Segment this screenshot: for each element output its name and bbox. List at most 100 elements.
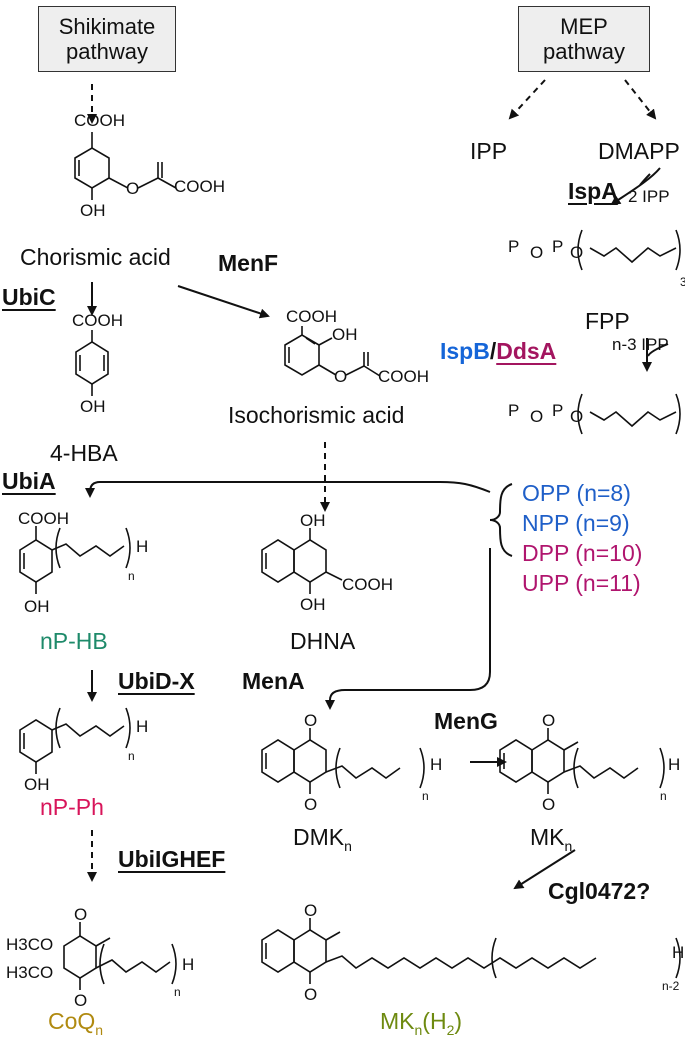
dhna-cooh: COOH	[342, 575, 393, 594]
mena-enzyme: MenA	[242, 668, 305, 694]
dmk-n: n	[422, 789, 429, 803]
ubidx-enzyme: UbiD-X	[118, 668, 195, 694]
dmapp-label: DMAPP	[598, 138, 680, 164]
fpp-structure	[577, 229, 681, 271]
hba-structure	[75, 330, 109, 396]
arrow-ispa	[610, 167, 661, 206]
shikimate-label-1: Shikimate	[58, 13, 156, 39]
nphb-label: nP-HB	[40, 628, 108, 654]
prenyl-item-upp: UPP (n=11)	[522, 570, 641, 596]
ipp2-cofactor: 2 IPP	[628, 187, 670, 206]
nph-h: H	[136, 717, 149, 736]
mkh2-close: )	[454, 1008, 463, 1034]
arrow-mena	[325, 548, 491, 710]
fpp-sub-3: 3	[680, 275, 685, 289]
nphb-n: n	[128, 569, 135, 583]
mkh2-o-top: O	[304, 901, 318, 920]
hba-cooh: COOH	[72, 311, 123, 330]
coq-label: CoQn	[48, 1008, 103, 1038]
prenyl-item-dpp: DPP (n=10)	[522, 540, 643, 566]
fpp-p2: P	[552, 237, 564, 256]
dmk-o-top: O	[304, 711, 318, 730]
ispb-ddsa-enzymes: IspB/DdsA	[440, 340, 556, 363]
isochorismic-cooh: COOH	[286, 307, 337, 326]
fpp-o-end: O	[570, 243, 584, 262]
dhna-structure	[261, 528, 343, 594]
mk-label: MKn	[530, 824, 572, 854]
ppn-o-end: O	[570, 407, 584, 426]
mkh2-structure	[261, 918, 681, 984]
mkh2-o-bottom: O	[304, 985, 318, 1004]
coq-subscript: n	[95, 1022, 104, 1038]
prenyl-item-opp: OPP (n=8)	[522, 480, 631, 506]
chorismic-cooh-side: COOH	[174, 177, 225, 196]
ispb-enzyme: IspB	[440, 338, 490, 364]
nphb-h: H	[136, 537, 149, 556]
dmk-text: DMK	[293, 824, 345, 850]
chorismic-oh: OH	[80, 201, 106, 220]
mk-text: MK	[530, 824, 565, 850]
fpp-label: FPP	[585, 308, 630, 334]
meng-enzyme: MenG	[434, 708, 498, 734]
arrow-ipp2-join	[639, 173, 651, 186]
arrow-ubia	[85, 481, 491, 498]
mkh2-nminus2: n-2	[662, 979, 680, 993]
coq-h3co-2: H3CO	[6, 963, 54, 982]
coq-h: H	[182, 955, 195, 974]
chorismic-cooh-top: COOH	[74, 111, 125, 130]
mk-o-top: O	[542, 711, 556, 730]
arrow-menf	[177, 285, 270, 319]
cgl0472-enzyme: Cgl0472?	[548, 878, 651, 904]
ddsa-enzyme: DdsA	[496, 338, 557, 364]
mkh2-subscript-2: 2	[446, 1022, 455, 1038]
ispa-enzyme: IspA	[568, 178, 618, 204]
nphb-structure	[19, 526, 131, 594]
mk-h: H	[668, 755, 681, 774]
arrow-mep-ipp	[508, 79, 546, 120]
ippn-cofactor: n-3 IPP	[612, 335, 669, 354]
nphb-cooh: COOH	[18, 509, 69, 528]
mk-structure	[499, 728, 665, 794]
shikimate-label-2: pathway	[66, 39, 148, 64]
dmk-o-bottom: O	[304, 795, 318, 814]
fpp-p1: P	[508, 237, 520, 256]
isochorismic-oh: OH	[332, 325, 358, 344]
coq-h3co-1: H3CO	[6, 935, 54, 954]
dmk-label: DMKn	[293, 824, 352, 854]
coq-text: CoQ	[48, 1008, 96, 1034]
prenyl-item-npp: NPP (n=9)	[522, 510, 630, 536]
ppn-p1: P	[508, 401, 520, 420]
ppn-o: O	[530, 407, 544, 426]
mk-subscript: n	[564, 838, 573, 854]
ubia-enzyme: UbiA	[2, 468, 56, 494]
isochorismic-cooh-side: COOH	[378, 367, 429, 386]
hba-label: 4-HBA	[50, 440, 118, 466]
mep-label-1: MEP	[560, 13, 608, 39]
mk-n: n	[660, 789, 667, 803]
arrow-mep-dmapp	[624, 79, 657, 120]
hba-oh: OH	[80, 397, 106, 416]
prenyl-diphosphate-structure	[577, 393, 681, 435]
isochorismic-structure	[284, 326, 381, 377]
coq-o-bottom: O	[74, 991, 88, 1010]
nph-structure	[19, 707, 131, 774]
enzyme-slash: /	[489, 338, 497, 364]
mk-o-bottom: O	[542, 795, 556, 814]
nphb-oh: OH	[24, 597, 50, 616]
arrow-ippn	[647, 343, 669, 357]
coq-n: n	[174, 985, 181, 999]
isochorismic-o: O	[334, 367, 348, 386]
mkh2-text: MK	[380, 1008, 415, 1034]
isochorismic-acid-label: Isochorismic acid	[228, 402, 405, 428]
nph-n: n	[128, 749, 135, 763]
ubic-enzyme: UbiC	[2, 284, 56, 310]
chorismic-structure	[74, 132, 177, 200]
ubighef-enzyme: UbiIGHEF	[118, 846, 226, 872]
fpp-o: O	[530, 243, 544, 262]
dmk-structure	[261, 728, 425, 794]
chorismic-o: O	[126, 179, 140, 198]
mkh2-h: (H	[422, 1008, 447, 1034]
